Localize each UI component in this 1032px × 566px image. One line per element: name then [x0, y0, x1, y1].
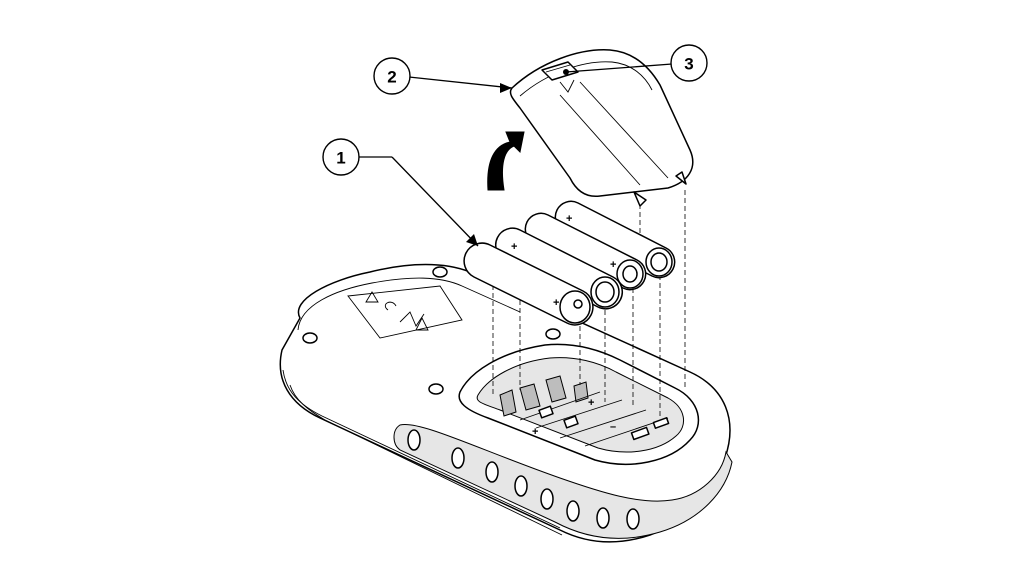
callout-1-label: 1 — [336, 149, 345, 168]
svg-text:+: + — [566, 213, 572, 225]
svg-text:–: – — [610, 421, 616, 433]
instrument-body: + + – — [279, 263, 733, 543]
svg-text:+: + — [553, 297, 559, 309]
battery-cover — [509, 49, 694, 207]
cover-latch — [541, 61, 579, 93]
callout-3: 3 — [563, 44, 708, 82]
removal-arrow-icon — [487, 131, 525, 191]
battery: + — [463, 242, 594, 326]
rear-label-plate — [347, 285, 463, 339]
callout-2: 2 — [373, 57, 513, 95]
alignment-lines — [492, 190, 686, 418]
batteries: + + + + — [463, 200, 676, 326]
svg-text:+: + — [532, 426, 538, 438]
screw-holes — [302, 266, 561, 395]
callout-3-label: 3 — [684, 55, 693, 74]
svg-text:+: + — [511, 241, 517, 253]
grip-ovals — [407, 429, 640, 530]
callout-1: 1 — [322, 138, 479, 247]
battery: + — [554, 200, 676, 279]
svg-text:+: + — [588, 397, 594, 409]
battery: + — [495, 227, 623, 310]
callout-2-label: 2 — [387, 68, 396, 87]
battery: + — [524, 212, 647, 291]
svg-text:+: + — [610, 259, 616, 271]
battery-compartment: + + – — [458, 343, 700, 465]
